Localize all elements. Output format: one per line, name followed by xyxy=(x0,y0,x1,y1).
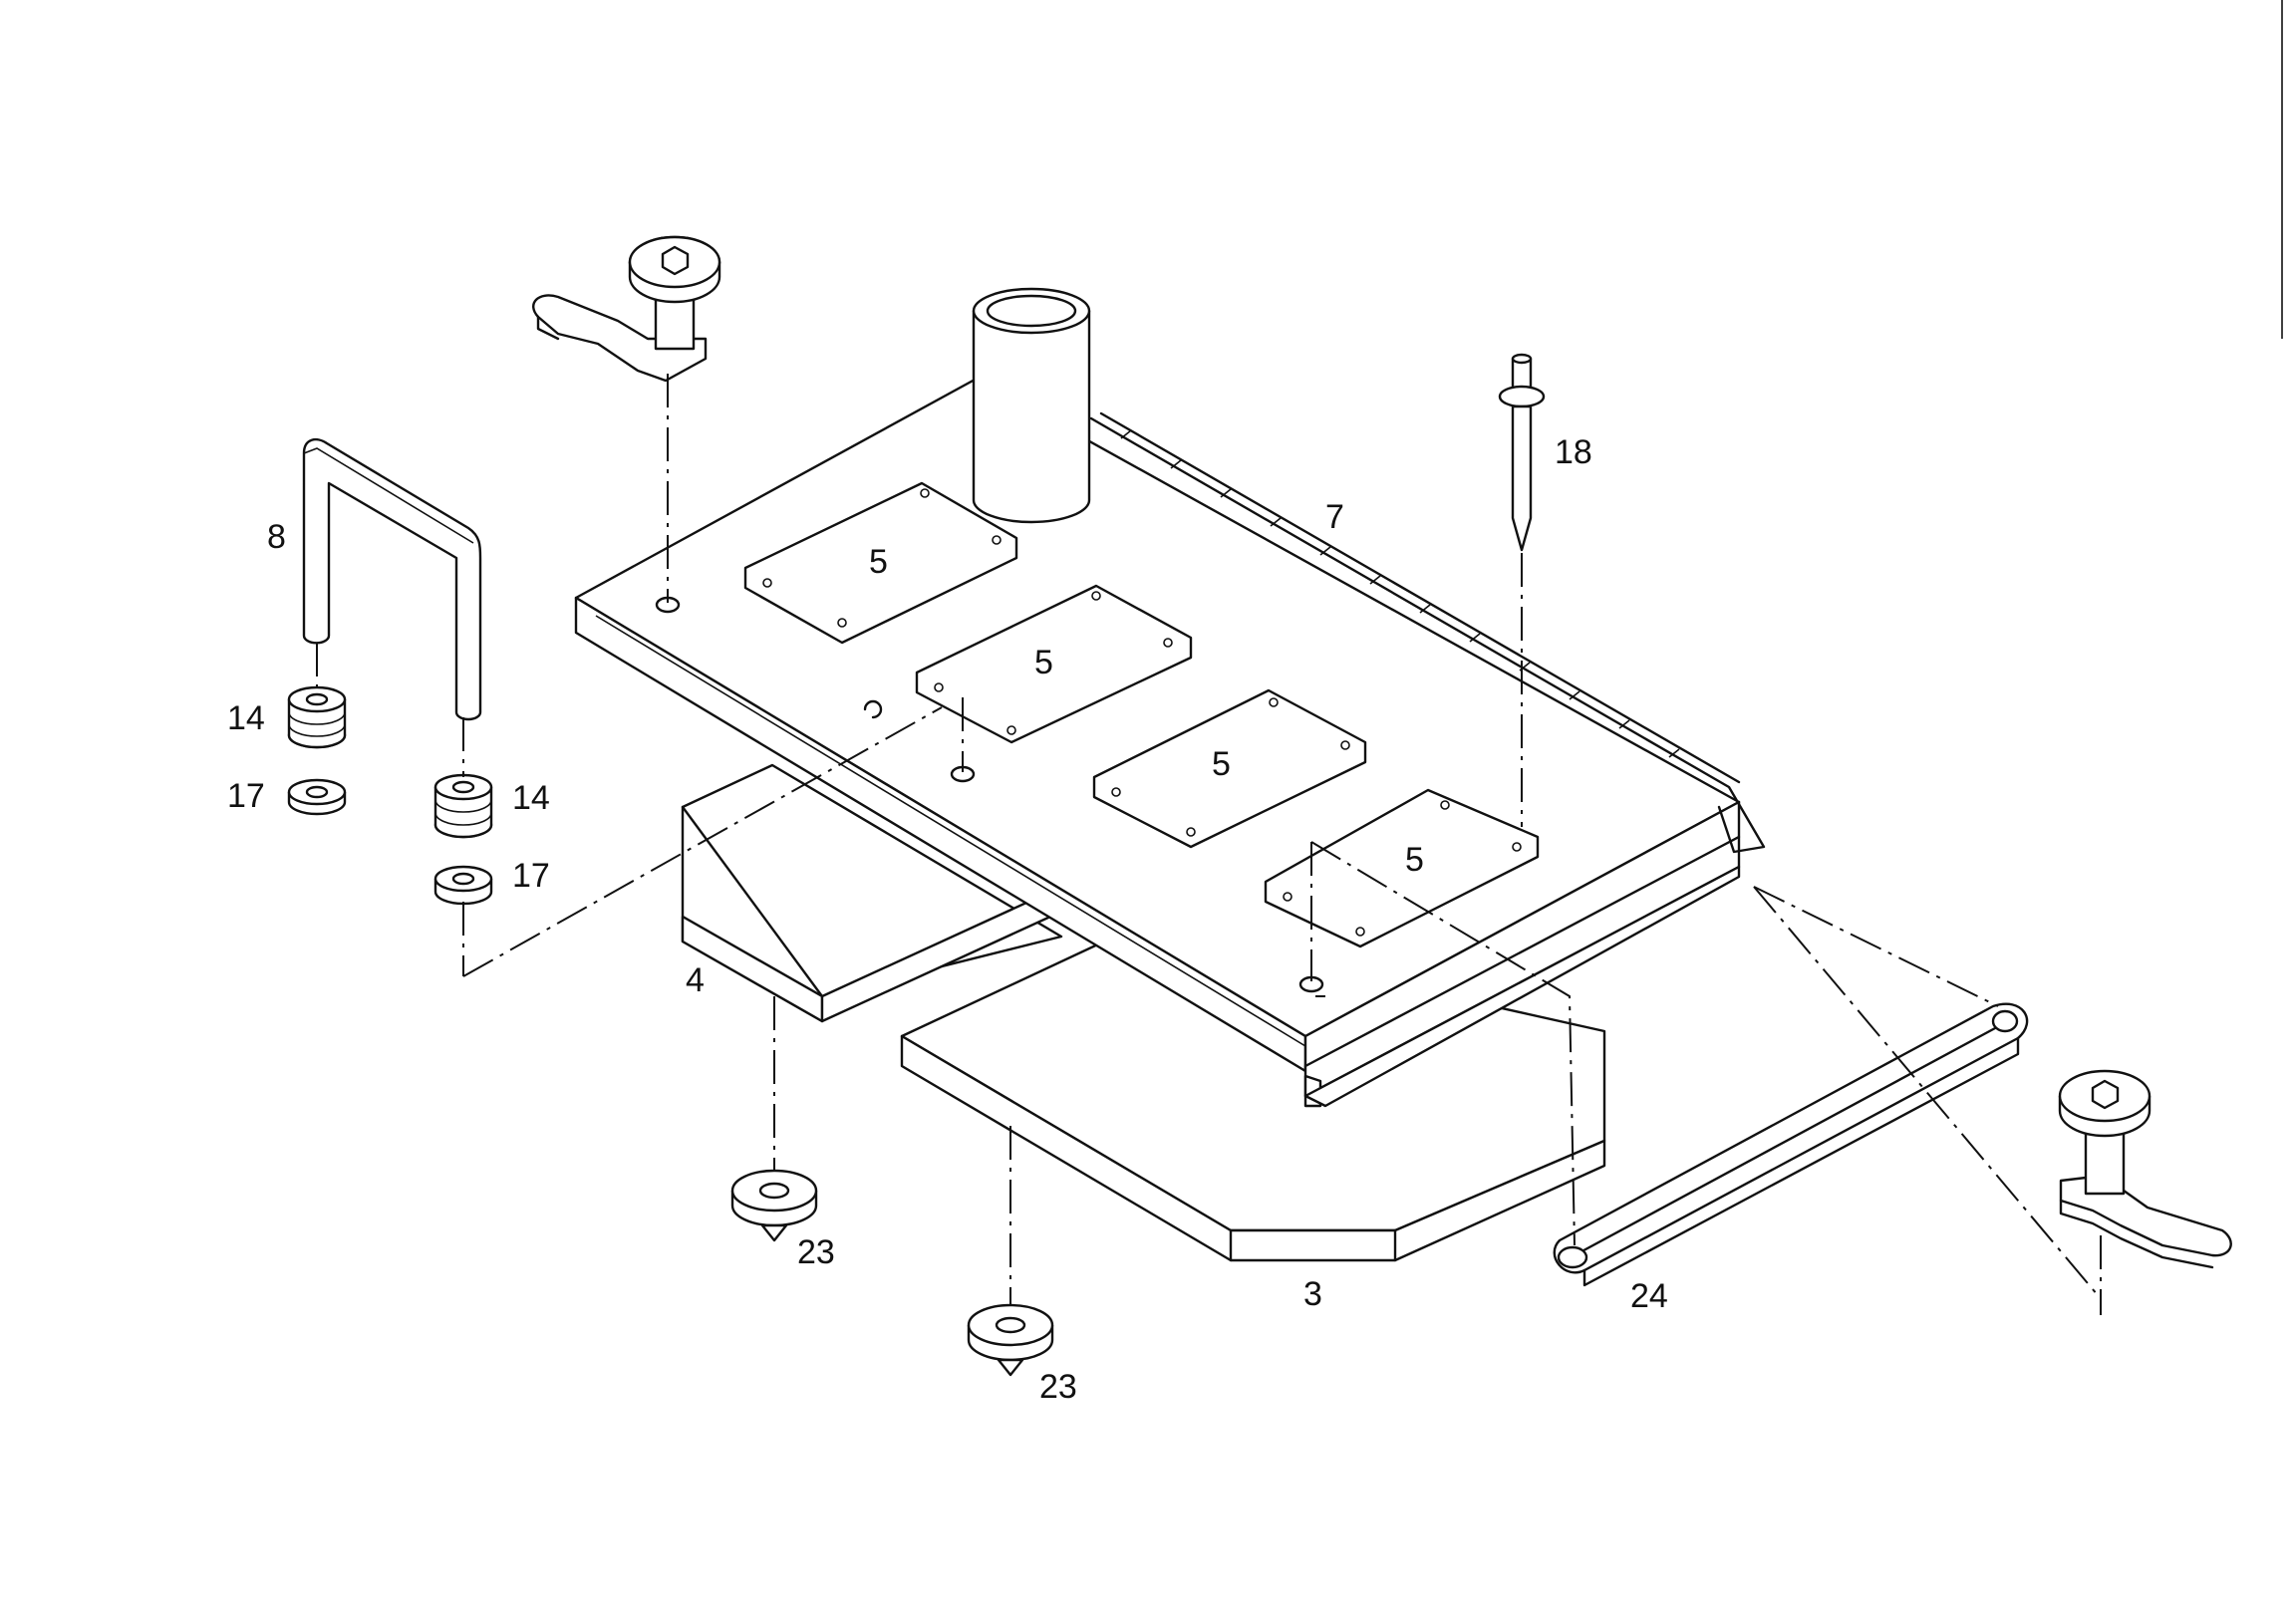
callout-8: 8 xyxy=(267,518,286,556)
spring-14-right xyxy=(433,773,493,839)
clamp-top-left xyxy=(532,235,721,383)
callout-5b: 5 xyxy=(1034,644,1053,681)
assembly-guide-lines xyxy=(316,374,2102,1315)
cylinder-post xyxy=(972,287,1091,524)
foot-23-right xyxy=(967,1303,1054,1377)
washer-17-left xyxy=(287,778,347,816)
spring-14-left xyxy=(287,685,347,749)
clamp-bottom-right xyxy=(2058,1069,2232,1269)
callout-3: 3 xyxy=(1303,1275,1322,1313)
callout-7: 7 xyxy=(1325,498,1344,536)
callout-5d: 5 xyxy=(1405,841,1424,879)
foot-23-left xyxy=(730,1169,818,1242)
hinge-rod-24 xyxy=(1553,1002,2029,1287)
cover-plate-5d xyxy=(1264,788,1540,948)
washer-17-right xyxy=(433,865,493,906)
callout-5a: 5 xyxy=(869,543,888,581)
callout-14-right: 14 xyxy=(512,779,550,817)
callout-14-left: 14 xyxy=(227,699,265,737)
cover-plate-5a xyxy=(743,481,1018,645)
callout-5c: 5 xyxy=(1212,745,1231,783)
callout-24: 24 xyxy=(1630,1277,1668,1315)
plate-4 xyxy=(681,763,1063,1023)
callout-4: 4 xyxy=(686,961,705,999)
callout-23-right: 23 xyxy=(1039,1368,1077,1406)
cover-plate-5c xyxy=(1092,688,1367,849)
cover-plate-5b xyxy=(915,584,1193,744)
callout-23-left: 23 xyxy=(797,1233,835,1271)
u-handle-8 xyxy=(302,437,482,721)
callout-18: 18 xyxy=(1555,433,1592,471)
callout-17-left: 17 xyxy=(227,777,265,815)
callout-17-right: 17 xyxy=(512,857,550,895)
pin-18 xyxy=(1498,353,1546,552)
